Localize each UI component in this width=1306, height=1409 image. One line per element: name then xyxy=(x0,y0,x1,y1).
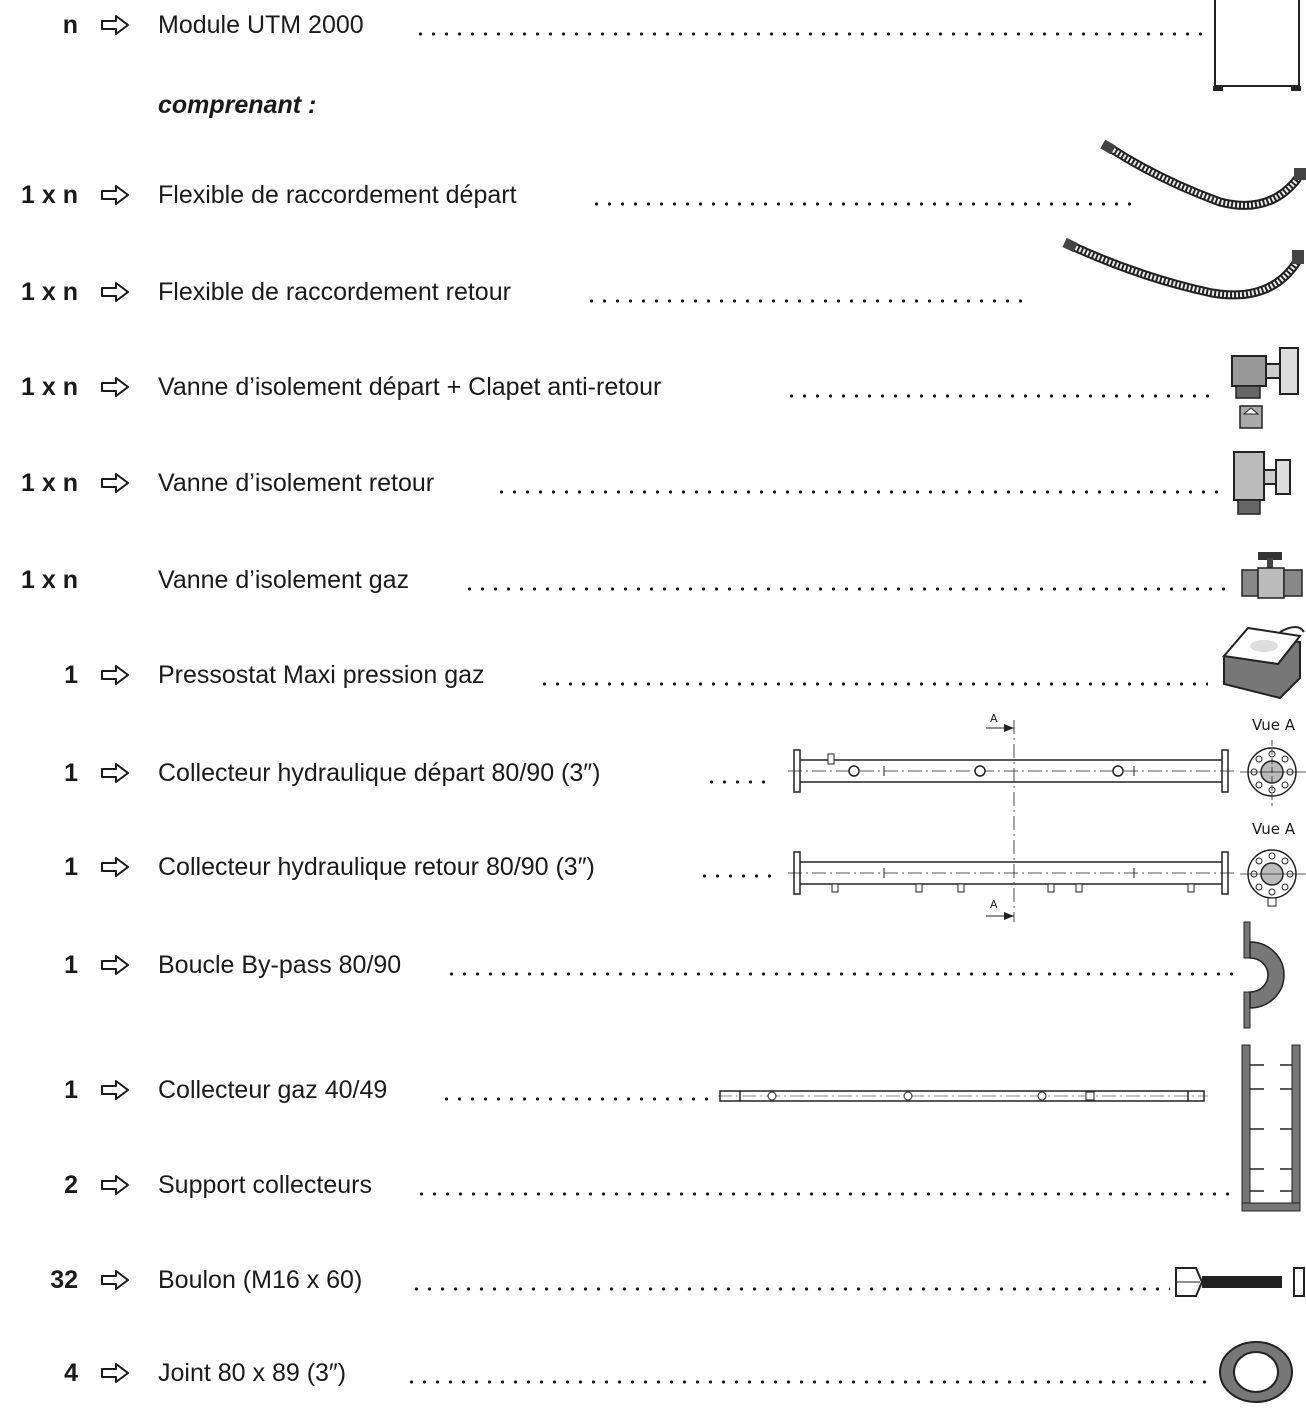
row-quantity: 1 xyxy=(64,661,78,689)
row-label: Joint 80 x 89 (3″) xyxy=(158,1359,347,1387)
row-label: Collecteur gaz 40/49 xyxy=(158,1076,388,1104)
leader-dots xyxy=(590,202,1135,206)
row-quantity: 1 x n xyxy=(21,469,78,497)
arrow-icon xyxy=(101,377,129,397)
arrow-icon xyxy=(101,1175,129,1195)
leader-dots xyxy=(415,1192,1235,1196)
flange-view-icon xyxy=(1240,740,1306,806)
row-quantity: 1 x n xyxy=(21,278,78,306)
bypass-loop-icon xyxy=(1243,921,1285,1029)
row-label: Vanne d’isolement départ + Clapet anti-r… xyxy=(158,373,662,401)
support-frame-icon xyxy=(1241,1044,1301,1212)
leader-dots xyxy=(410,1287,1170,1291)
section-marker-label: A xyxy=(990,898,998,911)
row-quantity: 1 xyxy=(64,1076,78,1104)
arrow-icon xyxy=(101,955,129,975)
row-quantity: 1 xyxy=(64,951,78,979)
row-label: Flexible de raccordement retour xyxy=(158,278,511,306)
row-quantity: n xyxy=(62,11,78,39)
row-label: Boucle By-pass 80/90 xyxy=(158,951,402,979)
leader-dots xyxy=(538,682,1208,686)
arrow-icon xyxy=(101,857,129,877)
leader-dots xyxy=(445,972,1235,976)
arrow-icon xyxy=(101,665,129,685)
gasket-icon xyxy=(1219,1341,1293,1403)
leader-dots xyxy=(440,1097,710,1101)
arrow-icon xyxy=(101,763,129,783)
row-quantity: 1 x n xyxy=(21,181,78,209)
subheading: comprenant : xyxy=(158,91,317,119)
row-label: Flexible de raccordement départ xyxy=(158,181,517,209)
row-label: Support collecteurs xyxy=(158,1171,373,1199)
arrow-icon xyxy=(101,1080,129,1100)
bolt-icon xyxy=(1175,1267,1305,1297)
row-quantity: 1 x n xyxy=(21,566,78,594)
arrow-icon xyxy=(101,473,129,493)
row-quantity: 1 xyxy=(64,853,78,881)
leader-dots xyxy=(414,32,1204,36)
section-line-a xyxy=(986,720,1015,922)
leader-dots xyxy=(785,394,1219,398)
section-marker-label: A xyxy=(990,712,998,725)
row-quantity: 4 xyxy=(64,1359,78,1387)
row-quantity: 32 xyxy=(50,1266,78,1294)
view-label: Vue A xyxy=(1252,820,1296,838)
flange-view-icon xyxy=(1240,849,1306,907)
row-label: Collecteur hydraulique retour 80/90 (3″) xyxy=(158,853,595,881)
leader-dots xyxy=(698,874,778,878)
row-label: Pressostat Maxi pression gaz xyxy=(158,661,485,689)
row-quantity: 2 xyxy=(64,1171,78,1199)
arrow-icon xyxy=(101,1363,129,1383)
leader-dots xyxy=(463,587,1233,591)
valve-check-valve-icon xyxy=(1231,347,1299,429)
arrow-icon xyxy=(101,282,129,302)
leader-dots xyxy=(705,780,770,784)
arrow-icon xyxy=(101,1270,129,1290)
flexible-hose-icon xyxy=(1062,237,1304,300)
leader-dots xyxy=(405,1380,1215,1384)
pressure-switch-icon xyxy=(1222,626,1305,700)
manifold-icon xyxy=(788,851,1234,895)
arrow-icon xyxy=(101,185,129,205)
leader-dots xyxy=(495,490,1223,494)
arrow-icon xyxy=(101,15,129,35)
row-label: Vanne d’isolement retour xyxy=(158,469,435,497)
row-label: Vanne d’isolement gaz xyxy=(158,566,410,594)
gas-valve-icon xyxy=(1241,552,1303,599)
module-cabinet-icon xyxy=(1213,0,1301,91)
row-label: Module UTM 2000 xyxy=(158,11,364,39)
gas-manifold-icon xyxy=(718,1090,1208,1102)
leader-dots xyxy=(585,299,1025,303)
row-quantity: 1 x n xyxy=(21,373,78,401)
row-label: Collecteur hydraulique départ 80/90 (3″) xyxy=(158,759,601,787)
manifold-icon xyxy=(788,749,1234,793)
row-label: Boulon (M16 x 60) xyxy=(158,1266,363,1294)
valve-icon xyxy=(1233,451,1291,515)
row-quantity: 1 xyxy=(64,759,78,787)
flexible-hose-icon xyxy=(1100,139,1306,210)
view-label: Vue A xyxy=(1252,716,1296,734)
